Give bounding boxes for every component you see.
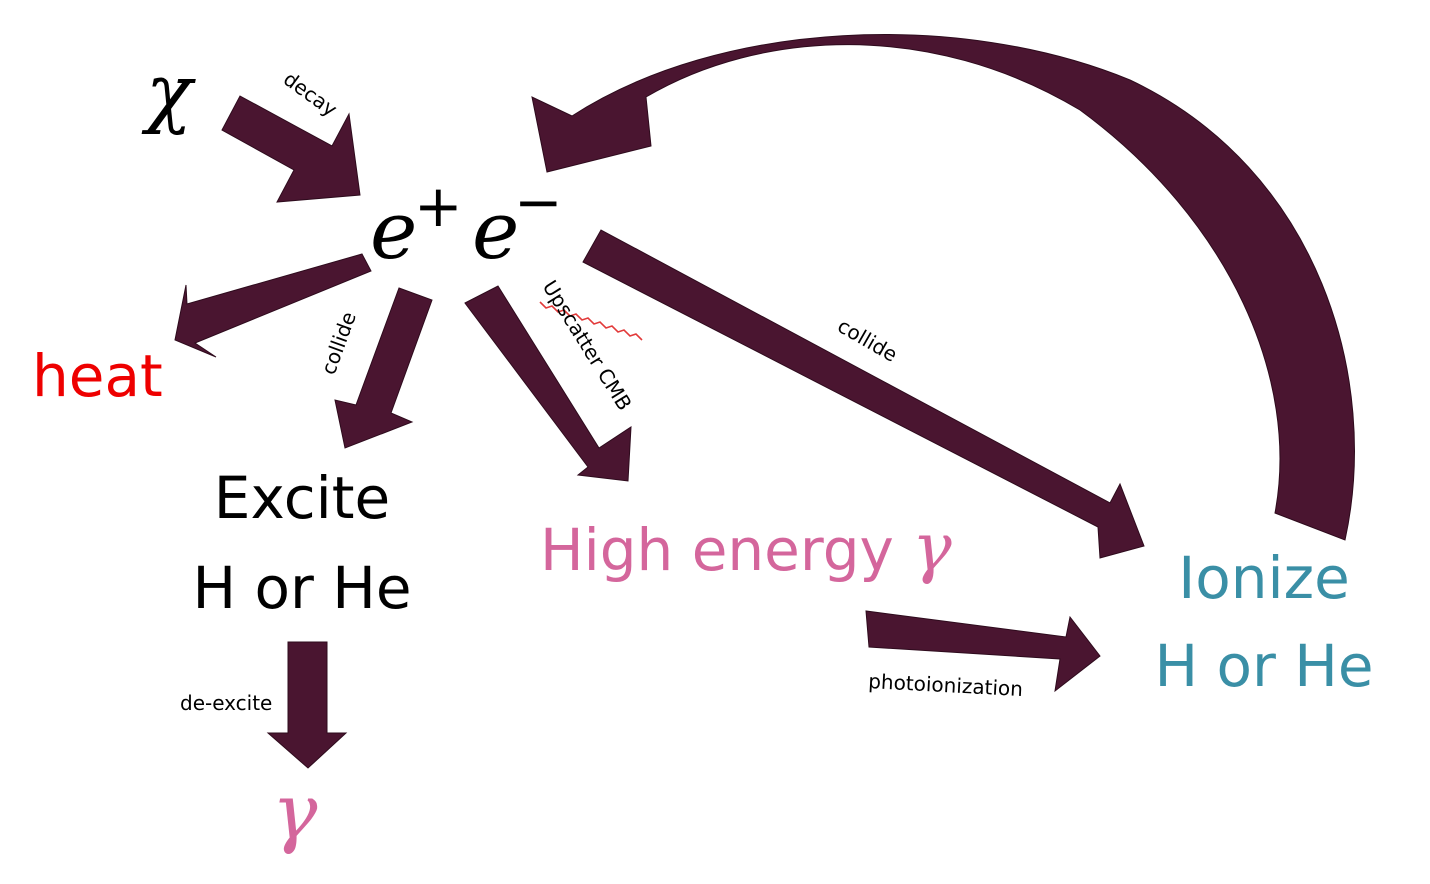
arrow-feedback-curve (531, 34, 1355, 541)
node-high-energy-text: High energy (540, 516, 912, 584)
arrow-heat (174, 253, 372, 358)
node-high-energy-gamma: High energy γ (540, 509, 952, 586)
arrow-collide-ionize (582, 229, 1145, 559)
label-collide-ionize: collide (834, 314, 902, 367)
label-decay: decay (279, 67, 342, 122)
arrow-photoionization (865, 610, 1101, 693)
arrow-de-excite (266, 641, 348, 769)
node-ionize-line2: H or He (1154, 632, 1373, 700)
node-excite-line1: Excite (214, 464, 390, 532)
label-collide-excite: collide (316, 309, 361, 378)
node-ionize-line1: Ionize (1178, 544, 1350, 612)
spellcheck-squiggle (539, 301, 643, 341)
node-electron-positron: e + e − (370, 168, 563, 277)
node-gamma-final: γ (272, 767, 318, 856)
label-de-excite: de-excite (180, 691, 272, 715)
node-e-plus-sup: + (414, 172, 463, 240)
arrow-upscatter (464, 285, 632, 482)
arrow-decay (221, 95, 361, 203)
node-e-minus-base: e (472, 184, 519, 277)
node-heat: heat (32, 342, 163, 410)
arrows (174, 34, 1355, 769)
node-excite-line2: H or He (192, 554, 411, 622)
label-photoionization: photoionization (868, 669, 1024, 701)
arrow-collide-excite (334, 287, 433, 449)
node-e-plus-base: e (370, 184, 417, 277)
node-high-energy-symbol: γ (912, 509, 952, 586)
nodes: χ e + e − heat Excite H or He High energ… (32, 47, 1374, 856)
node-e-minus-sup: − (514, 168, 563, 236)
node-chi: χ (141, 47, 196, 136)
